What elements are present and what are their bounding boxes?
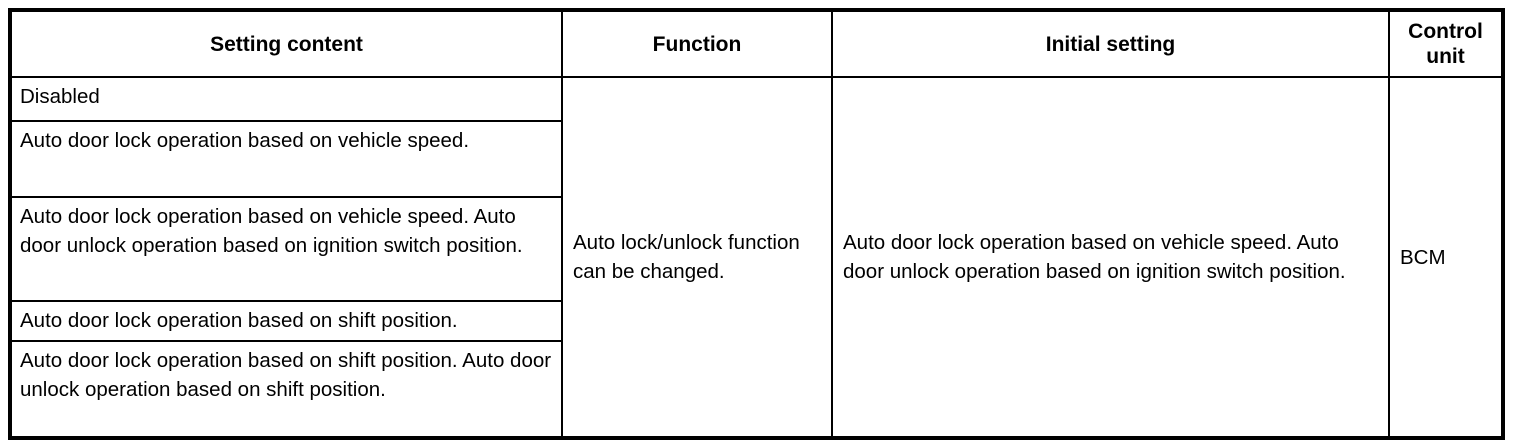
column-control-unit: BCM	[1388, 78, 1501, 436]
table-row: Auto door lock operation based on vehicl…	[12, 198, 561, 302]
column-header-control-unit: Control unit	[1388, 12, 1501, 76]
column-header-setting-content: Setting content	[210, 32, 363, 56]
initial-setting-cell-text: Auto door lock operation based on vehicl…	[843, 231, 1346, 283]
table-row: Auto door lock operation based on shift …	[12, 302, 561, 342]
column-initial-setting: Auto door lock operation based on vehicl…	[831, 78, 1388, 436]
table-row: Disabled	[12, 78, 561, 122]
table-body: Disabled Auto door lock operation based …	[12, 78, 1501, 436]
control-unit-cell-text: BCM	[1400, 245, 1446, 269]
column-function: Auto lock/unlock function can be changed…	[561, 78, 831, 436]
table-row: Auto door lock operation based on shift …	[20, 349, 552, 401]
table-row: Auto door lock operation based on vehicl…	[12, 122, 561, 198]
column-header-function: Function	[561, 12, 831, 76]
function-cell-text: Auto lock/unlock function can be changed…	[573, 231, 800, 283]
table-header-row: Setting content Function Initial setting…	[12, 12, 1501, 78]
column-setting-content: Disabled Auto door lock operation based …	[12, 78, 561, 436]
column-header-initial-setting: Initial setting	[831, 12, 1388, 76]
specification-table: Setting content Function Initial setting…	[8, 8, 1505, 440]
